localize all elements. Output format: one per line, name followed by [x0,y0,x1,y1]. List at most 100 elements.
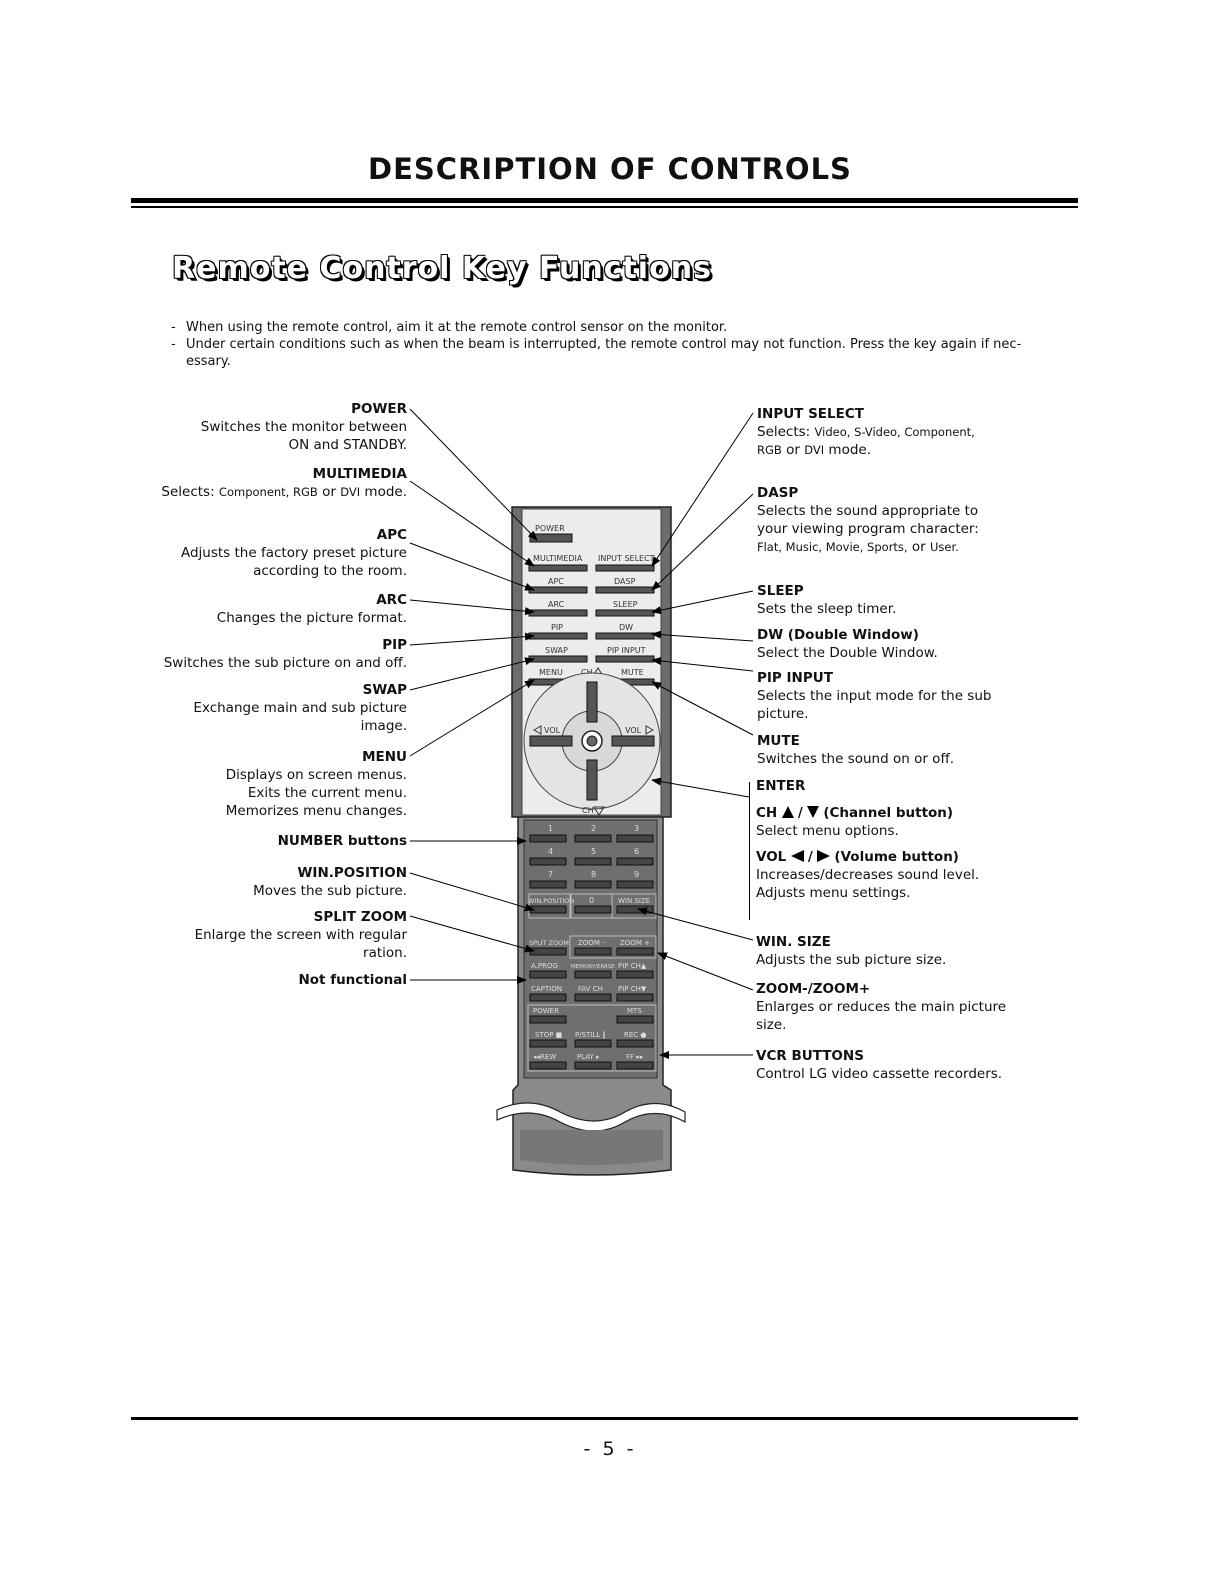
remote-btn-pip[interactable] [528,632,588,640]
label-dasp: DASP Selects the sound appropriate to yo… [757,485,979,555]
label-swap: SWAP Exchange main and sub picture image… [193,682,407,734]
remote-text-split-zoom: SPLIT ZOOM [529,939,569,947]
label-mute: MUTE Switches the sound on or off. [757,733,955,767]
remote-text-pip-ch-down: PIP CH▼ [618,985,647,993]
leader-multimedia [409,480,535,567]
remote-btn-pip-ch-up[interactable] [616,970,654,979]
remote-btn-number-7[interactable] [529,880,567,889]
leader-menu [409,679,535,757]
remote-btn-zoom-plus[interactable] [616,947,654,956]
label-win-size: WIN. SIZE Adjusts the sub picture size. [756,934,947,968]
remote-text-sleep: SLEEP [613,600,638,609]
remote-btn-number-9[interactable] [616,880,654,889]
label-sleep: SLEEP Sets the sleep timer. [757,583,897,617]
label-multimedia: MULTIMEDIA Selects: Component, RGB or DV… [161,466,407,500]
remote-text-number-8: 8 [591,870,596,879]
label-enter: ENTER [756,778,806,794]
triangle-up-icon [781,806,794,818]
header-rule-thick [131,198,1078,203]
remote-btn-win-position[interactable] [529,905,567,914]
intro-bullet-1: - [171,320,176,335]
remote-btn-vcr-power[interactable] [529,1015,567,1024]
leader-sleep [651,590,754,615]
remote-btn-power[interactable] [529,533,573,543]
leader-power [409,408,538,541]
remote-btn-dw[interactable] [595,632,655,640]
remote-btn-pip-input[interactable] [595,655,655,663]
remote-text-a-prog: A.PROG [531,962,558,970]
remote-btn-number-5[interactable] [574,857,612,866]
remote-btn-ch-up[interactable] [586,681,598,723]
remote-btn-mts[interactable] [616,1015,654,1024]
remote-btn-vol-right[interactable] [611,735,655,747]
remote-btn-pip-ch-down[interactable] [616,993,654,1002]
remote-text-ch-up: CH [581,668,593,677]
label-arc: ARC Changes the picture format. [216,592,407,626]
remote-btn-number-3[interactable] [616,834,654,843]
remote-text-memory-erase: MEMORY/ERASE [571,964,615,970]
label-win-position: WIN.POSITION Moves the sub picture. [253,865,407,899]
remote-btn-number-8[interactable] [574,880,612,889]
remote-btn-zero[interactable] [574,905,612,914]
remote-btn-caption[interactable] [529,993,567,1002]
triangle-left-icon [790,850,804,862]
remote-btn-memory-erase[interactable] [574,970,612,979]
remote-btn-a-prog[interactable] [529,970,567,979]
remote-btn-pstill[interactable] [574,1039,612,1048]
vol-left-triangle-icon [532,725,542,735]
label-apc: APC Adjusts the factory preset picture a… [180,527,407,579]
remote-text-rec: REC ● [624,1031,647,1039]
remote-text-pip-ch-up: PIP CH▲ [618,962,647,970]
intro-text-2: Under certain conditions such as when th… [186,337,1022,352]
remote-text-power: POWER [535,524,565,533]
remote-text-number-7: 7 [548,870,553,879]
remote-btn-vol-left[interactable] [529,735,573,747]
remote-btn-arc[interactable] [528,609,588,617]
remote-btn-sleep[interactable] [595,609,655,617]
remote-btn-apc[interactable] [528,586,588,594]
remote-btn-rew[interactable] [529,1061,567,1070]
remote-btn-number-6[interactable] [616,857,654,866]
leader-split-zoom [409,915,535,953]
remote-btn-number-1[interactable] [529,834,567,843]
remote-text-multimedia: MULTIMEDIA [533,554,583,563]
triangle-right-icon [817,850,831,862]
remote-btn-zoom-minus[interactable] [574,947,612,956]
remote-btn-multimedia[interactable] [528,564,588,572]
intro-text-1: When using the remote control, aim it at… [186,320,728,335]
remote-btn-ch-down[interactable] [586,759,598,801]
remote-btn-input-select[interactable] [595,564,655,572]
label-zoom: ZOOM-/ZOOM+ Enlarges or reduces the main… [756,981,1007,1033]
remote-btn-fav-ch[interactable] [574,993,612,1002]
remote-btn-rec[interactable] [616,1039,654,1048]
remote-text-dasp: DASP [614,577,636,586]
triangle-down-icon [807,806,820,818]
remote-btn-ff[interactable] [616,1061,654,1070]
leader-win-size [637,907,754,941]
remote-btn-play[interactable] [574,1061,612,1070]
remote-text-vcr-power: POWER [533,1007,559,1015]
remote-btn-number-4[interactable] [529,857,567,866]
remote-btn-split-zoom[interactable] [529,947,567,956]
section-title: Remote Control Key Functions [172,251,712,286]
leader-dw [651,630,754,642]
remote-btn-stop[interactable] [529,1039,567,1048]
remote-text-dw: DW [619,623,633,632]
label-number-buttons: NUMBER buttons [277,833,407,849]
page-number: - 5 - [583,1438,637,1460]
remote-bottom-shade [520,1130,663,1165]
label-vcr-buttons: VCR BUTTONS Control LG video cassette re… [756,1048,1003,1082]
remote-text-apc: APC [548,577,564,586]
remote-btn-dasp[interactable] [595,586,655,594]
leader-mute [651,681,754,736]
remote-btn-swap[interactable] [528,655,588,663]
leader-win-position [409,872,535,912]
remote-text-play: PLAY ▸ [577,1053,600,1061]
remote-text-ch-down: CH [582,806,594,815]
remote-btn-win-size[interactable] [616,905,654,914]
label-not-functional: Not functional [298,972,407,988]
remote-btn-number-2[interactable] [574,834,612,843]
remote-text-win-size: WIN.SIZE [618,897,650,905]
leader-pip-input [651,656,754,672]
